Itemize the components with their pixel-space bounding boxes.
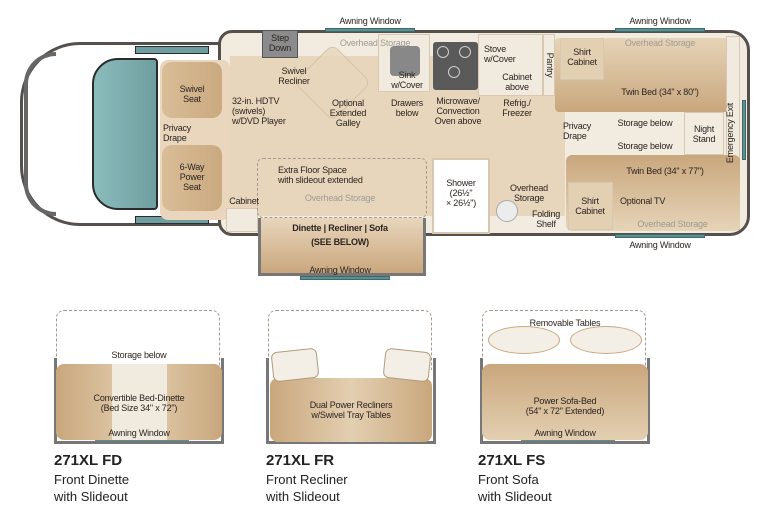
label-center: Convertible Bed-Dinette (Bed Size 34" x … <box>93 393 185 413</box>
label-twin-bed-top: Twin Bed (34" x 80") <box>621 87 699 97</box>
label-cabinet: Cabinet <box>229 196 259 206</box>
option-front-recliner: Dual Power Recliners w/Swivel Tray Table… <box>266 308 436 444</box>
label-sink: Sink w/Cover <box>391 70 423 90</box>
shirt-cabinet-top <box>560 38 604 80</box>
label-slideout-title: Dinette | Recliner | Sofa <box>292 223 388 233</box>
toilet-icon <box>496 200 518 222</box>
label-center: Power Sofa-Bed (54" x 72" Extended) <box>525 396 605 416</box>
label-hdtv: 32-in. HDTV (swivels) w/DVD Player <box>232 96 286 126</box>
label-refrig: Refrig./ Freezer <box>502 98 532 118</box>
dinette-table <box>112 364 167 440</box>
swivel-seat <box>162 62 222 118</box>
option-front-sofa: Removable Tables Power Sofa-Bed (54" x 7… <box>480 308 650 444</box>
model-desc-1: Front Recliner <box>266 472 348 487</box>
model-desc-2: with Slideout <box>54 489 128 504</box>
label-shower: Shower (26½" × 26½") <box>445 178 477 208</box>
label-overhead-storage: Overhead Storage <box>624 38 696 48</box>
emergency-exit-window <box>742 100 746 160</box>
removable-table-right <box>570 326 642 354</box>
label-awning-window: Awning Window <box>629 240 691 250</box>
label-privacy-drape: Privacy Drape <box>563 121 592 141</box>
power-seat <box>162 145 222 211</box>
awning-window-top-left <box>325 28 415 32</box>
label-storage-below: Storage below <box>111 350 167 360</box>
refrigerator <box>478 34 543 96</box>
front-cabinet <box>226 208 258 232</box>
label-pantry: Pantry <box>545 52 555 78</box>
sofa-bed <box>482 364 648 440</box>
recliners <box>270 378 432 442</box>
cab-hood <box>24 52 56 216</box>
slideout <box>258 218 426 276</box>
label-see-below: (SEE BELOW) <box>311 237 369 247</box>
night-stand <box>684 112 724 155</box>
label-cabinet-above: Cabinet above <box>502 72 532 92</box>
slideout-awning-window <box>300 276 390 280</box>
label-overhead-storage-bath: Overhead Storage <box>510 183 548 203</box>
label-swivel-recliner: Swivel Recliner <box>278 66 310 86</box>
label-power-seat: 6-Way Power Seat <box>179 162 205 192</box>
removable-table-left <box>488 326 560 354</box>
label-awning-window: Awning Window <box>108 428 170 438</box>
sink-icon <box>390 46 420 76</box>
label-awning-window: Awning Window <box>629 16 691 26</box>
label-optional-tv: Optional TV <box>620 196 666 206</box>
label-overhead-storage: Overhead Storage <box>304 193 376 203</box>
model-name: 271XL FD <box>54 452 123 469</box>
awning-window-bottom-right <box>615 234 705 238</box>
model-desc-1: Front Dinette <box>54 472 130 487</box>
label-overhead-storage: Overhead Storage <box>637 219 708 229</box>
tray-table-right <box>382 347 432 383</box>
label-night-stand: Night Stand <box>692 124 716 144</box>
model-name: 271XL FR <box>266 452 335 469</box>
label-stove: Stove w/Cover <box>484 44 516 64</box>
step-down <box>262 30 298 58</box>
extra-floor-space <box>257 158 427 218</box>
label-microwave: Microwave/ Convection Oven above <box>434 96 482 126</box>
shirt-cabinet-bottom <box>568 182 613 230</box>
side-window-top <box>135 46 209 54</box>
label-overhead-storage: Overhead Storage <box>339 38 411 48</box>
stove-icon <box>433 42 478 90</box>
label-emergency-exit: Emergency Exit <box>725 102 735 164</box>
label-shirt-cabinet: Shirt Cabinet <box>567 47 597 67</box>
label-removable-tables: Removable Tables <box>529 318 601 328</box>
label-awning-window: Awning Window <box>534 428 596 438</box>
windshield <box>92 58 158 210</box>
option-front-dinette: Storage below Convertible Bed-Dinette (B… <box>54 308 224 444</box>
label-privacy-drape: Privacy Drape <box>163 123 192 143</box>
awning-window-top-right <box>615 28 705 32</box>
label-extended-galley: Optional Extended Galley <box>329 98 367 128</box>
pantry <box>543 34 555 96</box>
label-awning-window: Awning Window <box>309 265 371 275</box>
label-awning-window: Awning Window <box>339 16 401 26</box>
label-folding-shelf: Folding Shelf <box>531 209 561 229</box>
label-step-down: Step Down <box>268 33 292 53</box>
label-drawers: Drawers below <box>390 98 424 118</box>
label-twin-bed-bottom: Twin Bed (34" x 77") <box>626 166 704 176</box>
label-shirt-cabinet: Shirt Cabinet <box>575 196 605 216</box>
tray-table-left <box>270 347 320 383</box>
model-desc-2: with Slideout <box>478 489 552 504</box>
model-desc-1: Front Sofa <box>478 472 539 487</box>
label-swivel-seat: Swivel Seat <box>179 84 205 104</box>
label-center: Dual Power Recliners w/Swivel Tray Table… <box>309 400 393 420</box>
label-extra-floor: Extra Floor Space with slideout extended <box>278 165 363 185</box>
label-storage-below: Storage below <box>617 118 673 128</box>
shower <box>432 158 490 234</box>
model-desc-2: with Slideout <box>266 489 340 504</box>
model-name: 271XL FS <box>478 452 546 469</box>
label-storage-below: Storage below <box>617 141 673 151</box>
